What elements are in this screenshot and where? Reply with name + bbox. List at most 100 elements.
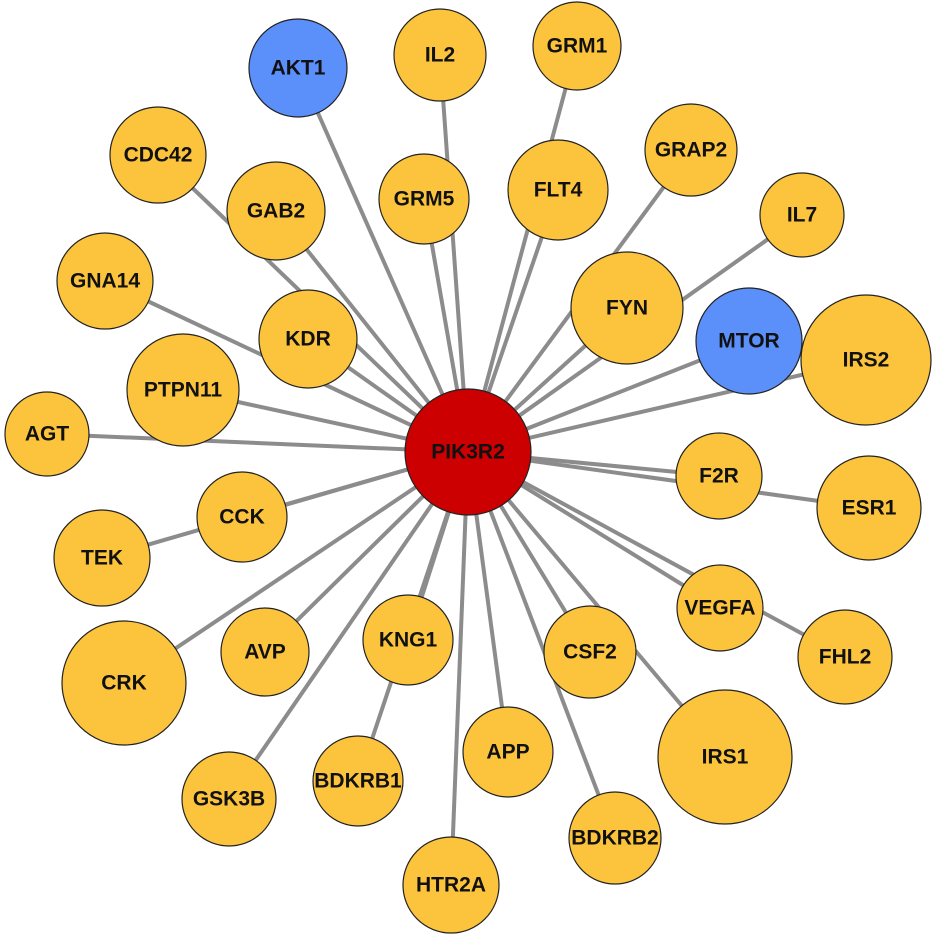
node-circle-kng1 xyxy=(362,594,454,686)
node-circle-akt1 xyxy=(248,18,348,118)
node-label-avp: AVP xyxy=(244,641,286,664)
node-bdkrb2: BDKRB2 xyxy=(568,791,662,885)
node-kdr: KDR xyxy=(258,289,358,389)
node-bdkrb1: BDKRB1 xyxy=(312,735,404,827)
node-label-fyn: FYN xyxy=(606,297,648,320)
node-label-gab2: GAB2 xyxy=(247,200,305,223)
node-circle-mtor xyxy=(695,287,803,395)
node-circle-pik3r2 xyxy=(404,388,532,516)
node-circle-irs1 xyxy=(657,689,793,825)
node-circle-csf2 xyxy=(543,605,637,699)
edge-pik3r2-il2 xyxy=(438,53,470,454)
node-avp: AVP xyxy=(220,607,310,697)
node-fyn: FYN xyxy=(570,251,684,365)
node-esr1: ESR1 xyxy=(816,455,922,561)
node-label-akt1: AKT1 xyxy=(271,57,326,80)
node-label-grap2: GRAP2 xyxy=(655,139,727,162)
node-circle-bdkrb2 xyxy=(568,791,662,885)
node-label-irs2: IRS2 xyxy=(843,349,890,372)
node-circle-fyn xyxy=(570,251,684,365)
node-circle-flt4 xyxy=(507,139,609,241)
edge-pik3r2-grm1 xyxy=(466,44,579,454)
node-circle-vegfa xyxy=(676,564,764,652)
node-label-f2r: F2R xyxy=(699,465,739,488)
node-label-cck: CCK xyxy=(219,506,265,529)
node-label-crk: CRK xyxy=(101,672,147,695)
node-pik3r2: PIK3R2 xyxy=(404,388,532,516)
node-gsk3b: GSK3B xyxy=(181,751,277,847)
node-irs1: IRS1 xyxy=(657,689,793,825)
node-label-mtor: MTOR xyxy=(718,330,779,353)
node-circle-il2 xyxy=(393,8,487,102)
node-circle-avp xyxy=(220,607,310,697)
node-label-il2: IL2 xyxy=(425,44,455,67)
node-akt1: AKT1 xyxy=(248,18,348,118)
edge-pik3r2-htr2a xyxy=(449,450,470,887)
node-label-fhl2: FHL2 xyxy=(819,646,872,669)
node-flt4: FLT4 xyxy=(507,139,609,241)
node-label-esr1: ESR1 xyxy=(842,497,897,520)
node-cck: CCK xyxy=(196,471,288,563)
node-circle-gna14 xyxy=(56,232,154,330)
node-circle-crk xyxy=(61,620,187,746)
node-circle-tek xyxy=(53,509,151,607)
node-circle-gsk3b xyxy=(181,751,277,847)
node-ptpn11: PTPN11 xyxy=(126,333,240,447)
node-label-kng1: KNG1 xyxy=(379,629,438,652)
node-label-htr2a: HTR2A xyxy=(416,874,486,897)
node-crk: CRK xyxy=(61,620,187,746)
node-circle-irs2 xyxy=(800,294,932,426)
node-mtor: MTOR xyxy=(695,287,803,395)
edge-pik3r2-irs2 xyxy=(466,358,868,454)
node-kng1: KNG1 xyxy=(362,594,454,686)
node-grm5: GRM5 xyxy=(378,153,470,245)
node-app: APP xyxy=(462,706,554,798)
node-circle-cck xyxy=(196,471,288,563)
edge-pik3r2-gsk3b xyxy=(227,450,470,801)
node-label-grm1: GRM1 xyxy=(547,35,608,58)
node-label-pik3r2: PIK3R2 xyxy=(431,441,505,464)
node-gna14: GNA14 xyxy=(56,232,154,330)
node-circle-grm1 xyxy=(532,1,622,91)
node-label-ptpn11: PTPN11 xyxy=(144,379,223,402)
node-circle-il7 xyxy=(759,172,845,258)
edge-pik3r2-esr1 xyxy=(466,450,871,510)
node-label-grm5: GRM5 xyxy=(394,188,455,211)
node-fhl2: FHL2 xyxy=(797,609,893,705)
node-label-bdkrb1: BDKRB1 xyxy=(314,770,402,793)
node-circle-ptpn11 xyxy=(126,333,240,447)
node-label-bdkrb2: BDKRB2 xyxy=(571,827,659,850)
edge-pik3r2-akt1 xyxy=(296,66,470,454)
node-label-irs1: IRS1 xyxy=(702,746,749,769)
node-label-tek: TEK xyxy=(81,547,123,570)
node-label-agt: AGT xyxy=(25,423,70,446)
edge-pik3r2-bdkrb2 xyxy=(466,450,617,840)
node-circle-kdr xyxy=(258,289,358,389)
node-circle-app xyxy=(462,706,554,798)
node-label-kdr: KDR xyxy=(285,328,331,351)
node-irs2: IRS2 xyxy=(800,294,932,426)
edge-pik3r2-agt xyxy=(45,432,470,454)
node-circle-agt xyxy=(4,391,90,477)
node-circle-grap2 xyxy=(644,103,738,197)
edge-pik3r2-crk xyxy=(122,450,470,685)
node-csf2: CSF2 xyxy=(543,605,637,699)
node-gab2: GAB2 xyxy=(226,161,326,261)
node-circle-grm5 xyxy=(378,153,470,245)
node-circle-gab2 xyxy=(226,161,326,261)
node-circle-f2r xyxy=(675,432,763,520)
node-circle-esr1 xyxy=(816,455,922,561)
node-cdc42: CDC42 xyxy=(109,106,207,204)
node-grm1: GRM1 xyxy=(532,1,622,91)
node-label-csf2: CSF2 xyxy=(563,641,617,664)
node-tek: TEK xyxy=(53,509,151,607)
node-circle-fhl2 xyxy=(797,609,893,705)
node-label-il7: IL7 xyxy=(787,204,817,227)
node-vegfa: VEGFA xyxy=(676,564,764,652)
node-circle-cdc42 xyxy=(109,106,207,204)
node-il2: IL2 xyxy=(393,8,487,102)
node-label-flt4: FLT4 xyxy=(534,179,583,202)
node-label-gsk3b: GSK3B xyxy=(193,788,265,811)
